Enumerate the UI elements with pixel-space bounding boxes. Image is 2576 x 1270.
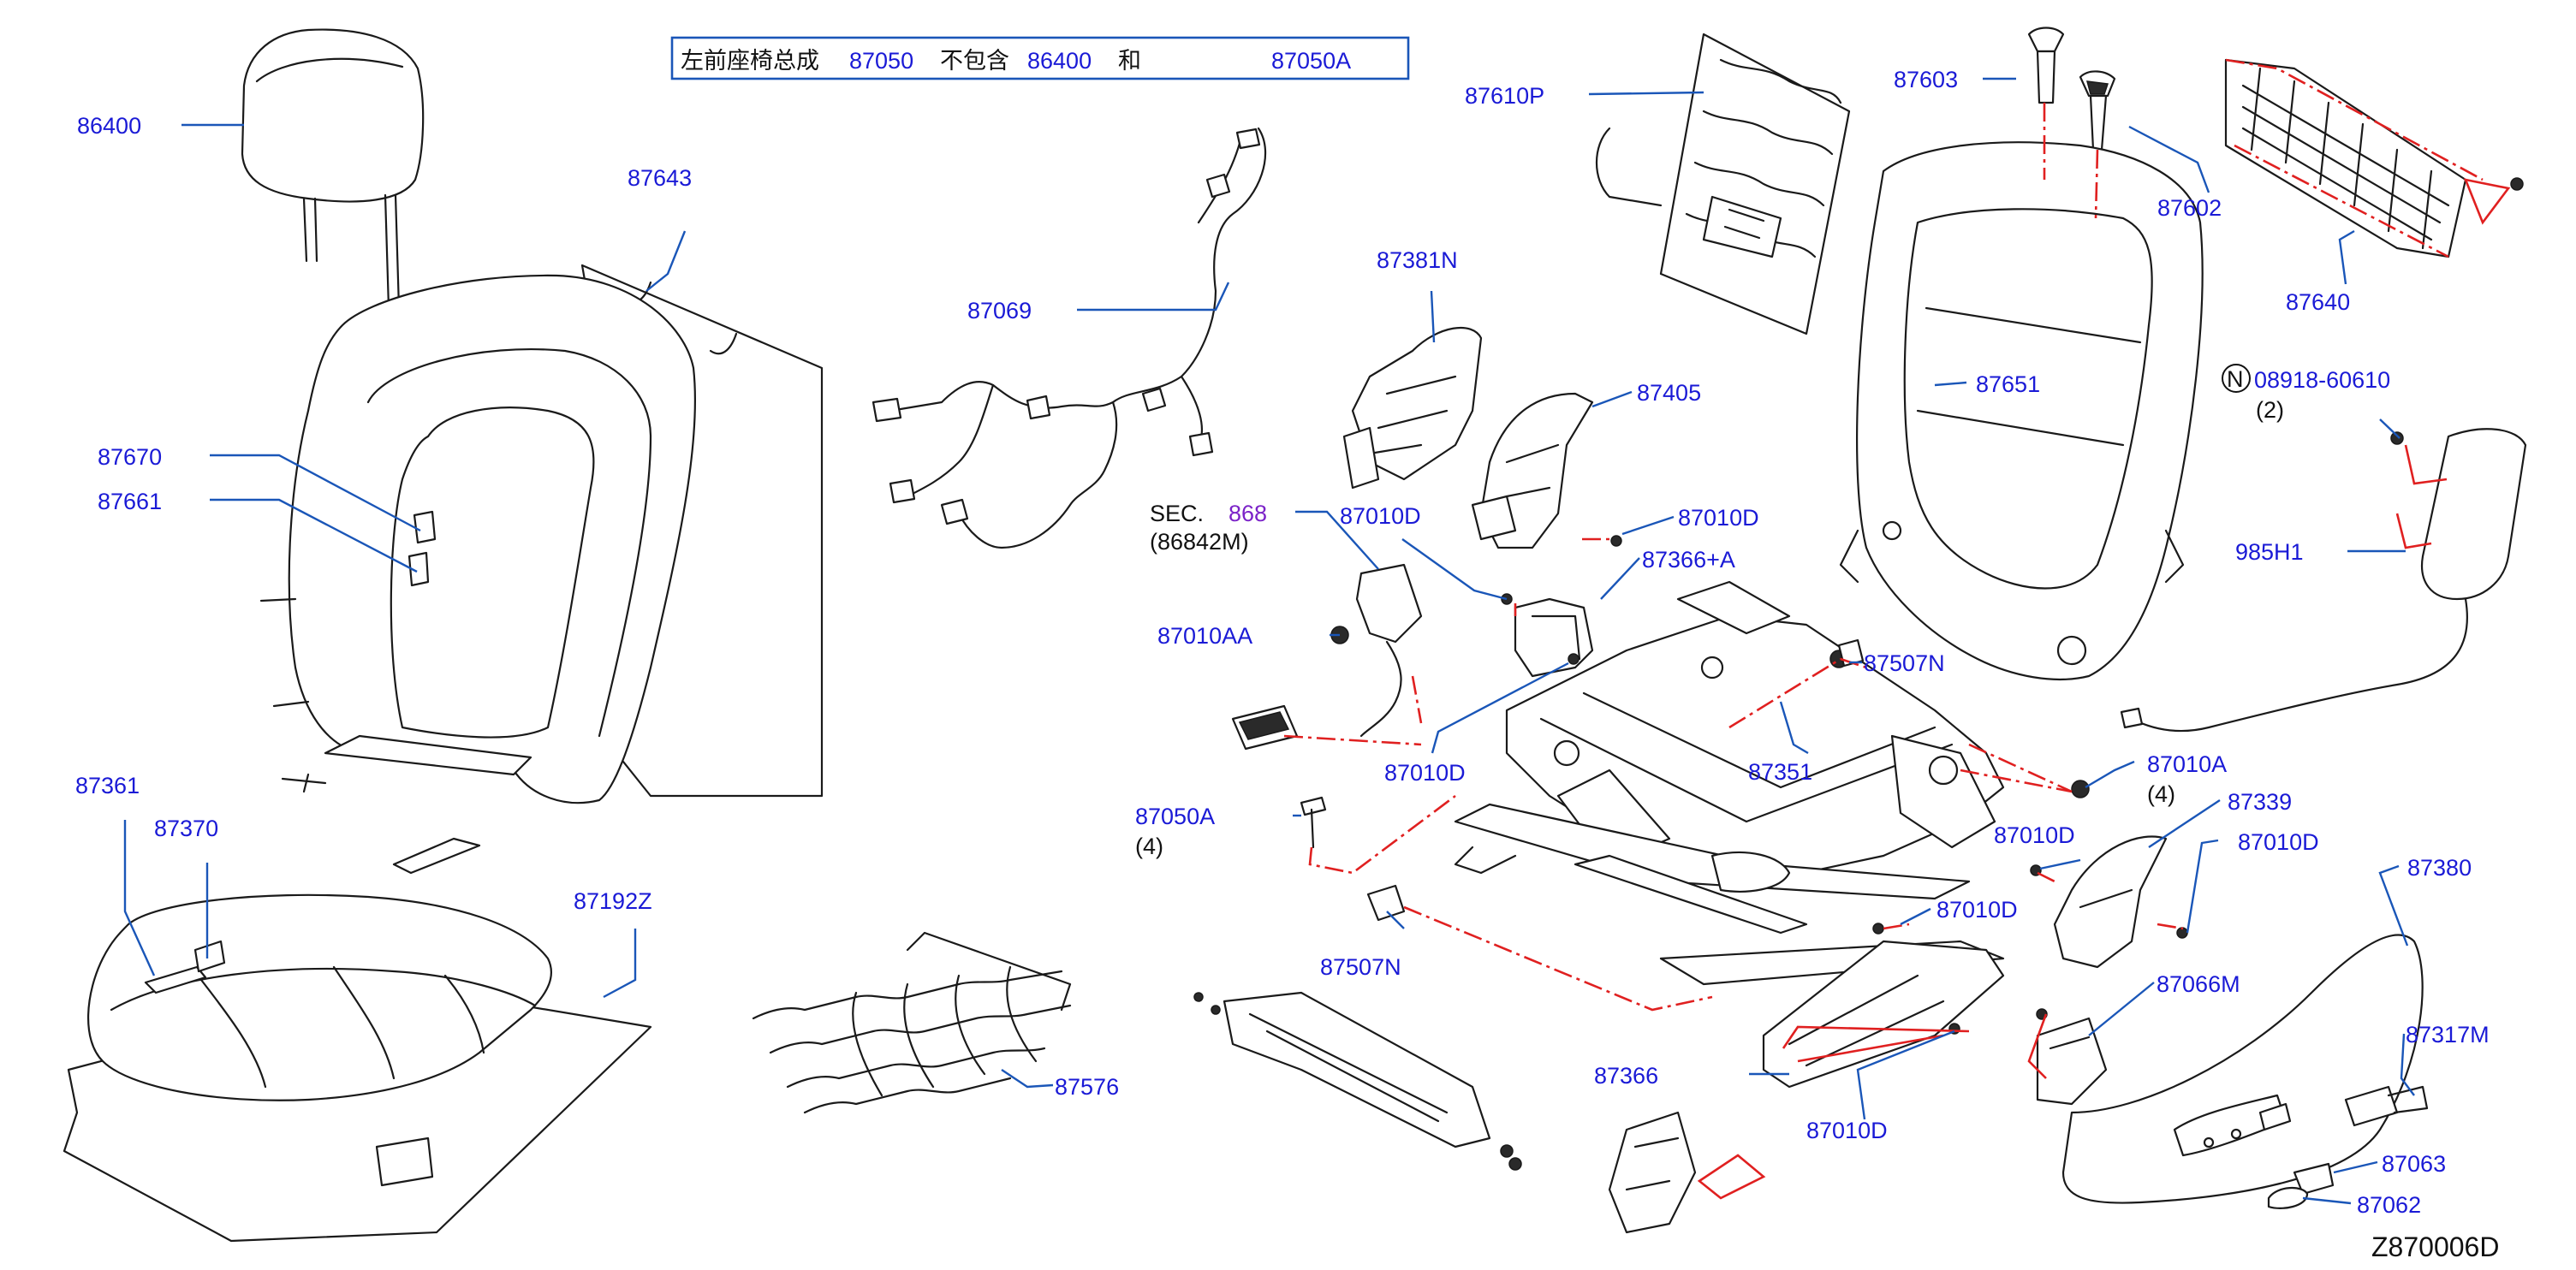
header-suffix: 和 [1118,48,1141,74]
header-part-b[interactable]: 86400 [1027,48,1092,74]
side-finisher-87380 [2061,934,2429,1209]
back-frame-87651 [1839,141,2204,681]
label-87339[interactable]: 87339 [2228,789,2292,815]
label-87366A[interactable]: 87366+A [1642,547,1735,573]
header-part-c[interactable]: 87050A [1271,48,1351,74]
label-87670[interactable]: 87670 [98,444,162,470]
label-87576[interactable]: 87576 [1055,1074,1119,1100]
side-panel-87366 [1762,940,2005,1089]
n-symbol-circle [2222,364,2251,393]
seat-cushion [62,893,652,1243]
recliner-bracket [1608,1111,1697,1234]
part-labels: 86400 87643 87670 87661 87361 87370 8719… [75,67,2499,1262]
label-87317M[interactable]: 87317M [2406,1022,2490,1047]
headrest-guide-87603 [2027,27,2065,104]
label-87050A[interactable]: 87050A [1135,804,1215,829]
label-985H1[interactable]: 985H1 [2235,539,2304,565]
label-87661[interactable]: 87661 [98,489,162,514]
label-87010A-qty: (4) [2147,781,2175,807]
label-87361[interactable]: 87361 [75,773,140,798]
header-middle: 不包含 [940,48,1009,74]
lower-rail-assembly [1193,991,1522,1171]
side-airbag-985H1 [2120,428,2527,733]
label-87069[interactable]: 87069 [967,298,1032,323]
label-86400[interactable]: 86400 [77,113,141,139]
label-87010D-e[interactable]: 87010D [2238,829,2319,855]
label-87610P[interactable]: 87610P [1465,83,1544,109]
headrest [241,28,425,310]
label-87010D-d[interactable]: 87010D [1994,822,2075,848]
header-box: 左前座椅总成 87050 不包含 86400 和 87050A [670,36,1410,80]
label-08918-60610[interactable]: 08918-60610 [2254,367,2390,393]
switch-87066M [2036,1017,2108,1106]
label-87192Z[interactable]: 87192Z [574,888,652,914]
label-87366[interactable]: 87366 [1594,1063,1658,1089]
label-87603[interactable]: 87603 [1894,67,1958,92]
belt-buckle [1231,563,1423,751]
label-87351[interactable]: 87351 [1748,759,1812,785]
label-87063[interactable]: 87063 [2382,1151,2446,1177]
label-87405[interactable]: 87405 [1637,380,1701,406]
label-87380[interactable]: 87380 [2407,855,2472,881]
header-prefix: 左前座椅总成 [681,48,819,74]
diagram-code: Z870006D [2371,1231,2499,1262]
switch-bracket-87339 [2053,835,2168,969]
label-87381N[interactable]: 87381N [1377,247,1458,273]
label-08918-qty: (2) [2256,397,2284,423]
label-87010D-f[interactable]: 87010D [1936,897,2018,923]
label-87507N-b[interactable]: 87507N [1864,650,1945,676]
wire-harness [872,127,1267,549]
label-87066M[interactable]: 87066M [2157,971,2240,997]
n-symbol: N [2227,366,2244,392]
fasteners [1300,177,2524,1035]
label-87602[interactable]: 87602 [2157,195,2222,221]
label-87010D-g[interactable]: 87010D [1806,1118,1888,1143]
label-87010D-a[interactable]: 87010D [1340,503,1421,529]
seat-frame [1454,580,2005,986]
bracket-87405 [1471,392,1594,549]
label-87651[interactable]: 87651 [1976,371,2040,397]
headrest-guide-87602 [2079,70,2116,151]
label-87010A[interactable]: 87010A [2147,751,2227,777]
seatback-cover [259,274,697,875]
label-87050A-qty: (4) [1135,834,1163,859]
side-cover-87381N [1342,326,1483,490]
label-87640[interactable]: 87640 [2286,289,2350,315]
label-87010D-c[interactable]: 87010D [1384,760,1466,786]
label-87643[interactable]: 87643 [628,165,692,191]
seat-springs [752,931,1072,1114]
leader-lines [123,77,2415,1205]
back-board-87640 [2224,58,2467,258]
label-87010AA[interactable]: 87010AA [1157,623,1252,649]
label-87370[interactable]: 87370 [154,816,218,841]
header-part-a[interactable]: 87050 [849,48,913,74]
red-dash-lines [1283,58,2511,1200]
label-sec-prefix: SEC. [1150,501,1204,526]
cover-87366A [1514,597,1594,678]
label-87507N-a[interactable]: 87507N [1320,954,1401,980]
label-87010D-b[interactable]: 87010D [1678,505,1759,531]
lumbar-mat-87610P [1595,33,1851,335]
label-87062[interactable]: 87062 [2357,1192,2421,1218]
label-sec-868[interactable]: 868 [1229,501,1267,526]
label-sec-sub: (86842M) [1150,529,1249,555]
